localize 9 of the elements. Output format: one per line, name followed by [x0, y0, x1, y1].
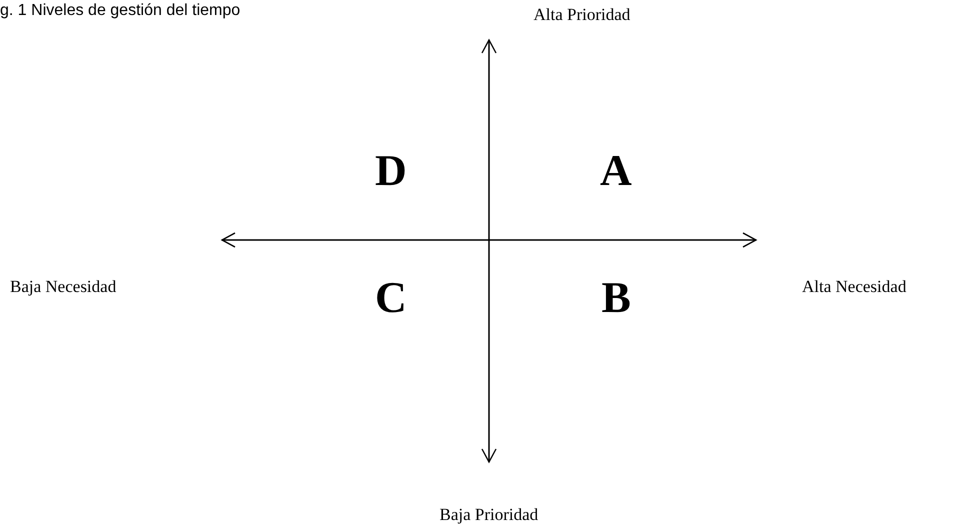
axis-label: Baja Necesidad — [10, 277, 116, 297]
axis-label: Alta Necesidad — [802, 277, 906, 297]
axis-label: Baja Prioridad — [440, 505, 538, 525]
quadrant-letter: B — [602, 272, 631, 323]
figure-title: g. 1 Niveles de gestión del tiempo — [0, 2, 240, 20]
quadrant-letter: C — [375, 272, 407, 323]
axis-label: Alta Prioridad — [534, 5, 630, 25]
quadrant-letter: D — [375, 145, 407, 196]
quadrant-letter: A — [600, 145, 632, 196]
